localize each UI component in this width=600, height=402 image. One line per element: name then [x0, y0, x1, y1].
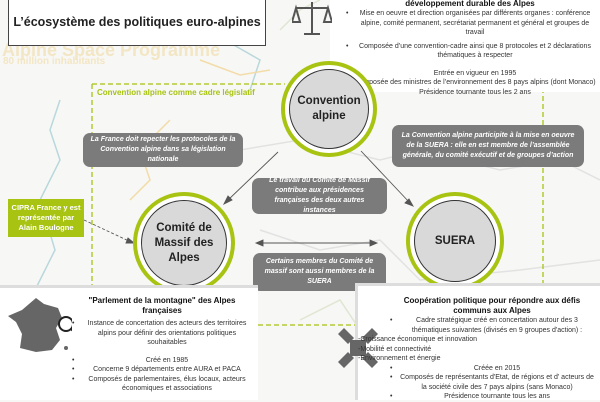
comite-massif-label: Comité de Massif des Alpes — [141, 200, 227, 286]
arrow-cipra-comite — [83, 219, 132, 243]
callout-travail: Le travail du Comité de Massif contribue… — [252, 177, 387, 214]
suera-circle[interactable]: SUERA — [406, 192, 504, 290]
arrow-convention-comite — [226, 151, 279, 202]
comite-item: Composés de parlementaires, élus locaux,… — [70, 375, 254, 394]
comite-panel-heading: "Parlement de la montagne" des Alpes fra… — [88, 296, 236, 315]
frame-label: Convention alpine comme cadre législatif — [97, 88, 255, 97]
convention-item: Entrée en vigueur en 1995 — [433, 69, 517, 77]
convention-alpine-label: Convention alpine — [289, 69, 369, 149]
convention-item: Composée d’une convention-cadre ainsi qu… — [344, 42, 596, 61]
arrow-convention-suera — [360, 150, 411, 204]
suera-item: -Mobilité et connectivité — [358, 345, 432, 353]
page-title: L’écosystème des politiques euro-alpines — [8, 0, 266, 46]
suera-item: Cadre stratégique créé en concertation a… — [388, 316, 596, 335]
suera-item: -Environnement et énergie — [358, 355, 441, 362]
suera-label: SUERA — [414, 200, 496, 282]
callout-convention-suera: La Convention alpine participite à la mi… — [392, 125, 584, 167]
suera-item: Composés de représentants d'Etat, de rég… — [388, 373, 596, 392]
comite-massif-circle[interactable]: Comité de Massif des Alpes — [133, 192, 235, 294]
puzzle-hands-icon — [338, 328, 378, 368]
suera-item: Présidence tournante tous les ans — [388, 392, 596, 402]
comite-item: Concerne 9 départements entre AURA et PA… — [70, 365, 254, 375]
map-subheading: 80 million inhabitants — [3, 56, 106, 67]
suera-item: -Croissance économique et innovation — [358, 336, 478, 343]
suera-item: Créée en 2015 — [388, 364, 596, 374]
suera-panel: Coopération politique pour répondre aux … — [338, 283, 600, 402]
convention-item: Présidence tournante tous les 2 ans — [419, 88, 531, 96]
comite-panel: "Parlement de la montagne" des Alpes fra… — [0, 285, 258, 400]
comite-item: Instance de concertation des acteurs des… — [70, 319, 254, 348]
convention-panel-heading: développement durable des Alpes — [405, 0, 535, 8]
convention-panel: développement durable des Alpes Mise en … — [292, 0, 600, 96]
france-map-magnifier-icon — [8, 298, 72, 352]
convention-item: Mise en oeuvre et direction organisées p… — [344, 9, 596, 38]
convention-alpine-circle[interactable]: Convention alpine — [281, 61, 377, 157]
cipra-box: CIPRA France y est représentée par Alain… — [8, 199, 84, 237]
callout-france: La France doit repecter les protocoles d… — [83, 133, 243, 167]
scales-of-justice-icon — [292, 2, 332, 35]
suera-panel-heading: Coopération politique pour répondre aux … — [403, 296, 581, 315]
convention-item: Composée des ministres de l’environnemen… — [354, 79, 596, 86]
comite-item: Créé en 1985 — [70, 356, 254, 366]
